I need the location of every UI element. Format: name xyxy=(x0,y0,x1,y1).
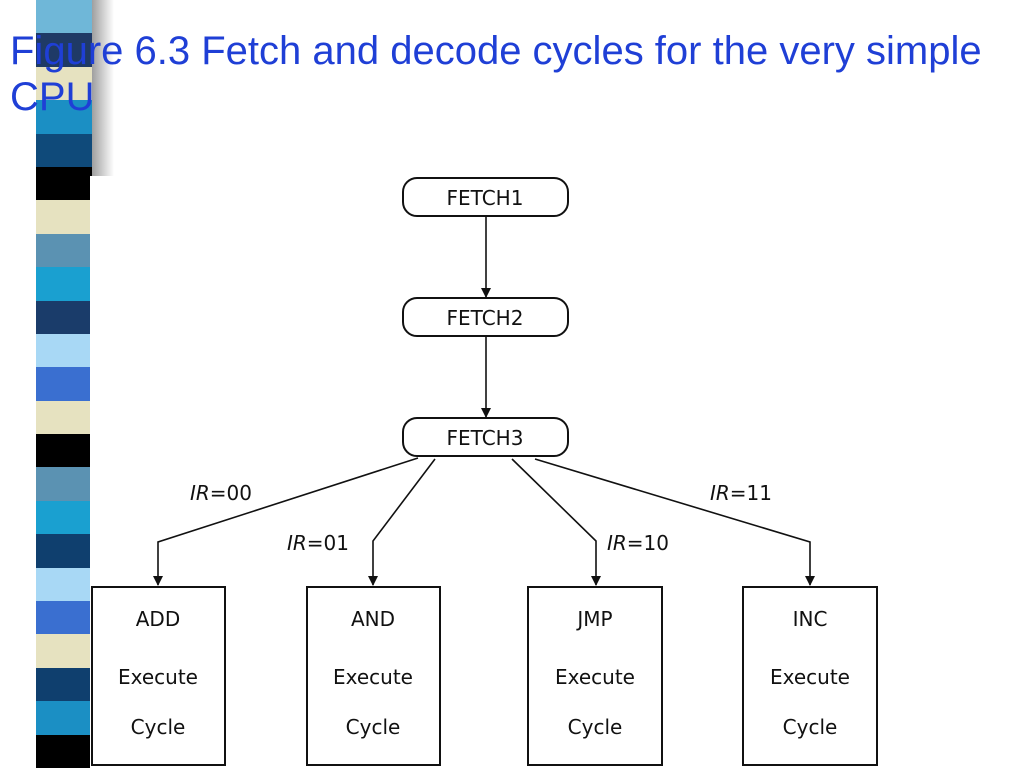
arrow-fetch3-to-inc xyxy=(534,458,815,586)
and-state-name: AND xyxy=(351,607,395,631)
stripe-block xyxy=(36,534,92,568)
jmp-execute-node: JMP Execute Cycle xyxy=(527,586,663,766)
stripe-block xyxy=(36,567,92,602)
decorative-stripe-bar xyxy=(36,0,92,768)
stripe-block xyxy=(36,400,92,435)
arrow-fetch3-to-add xyxy=(153,457,419,586)
stripe-shadow xyxy=(92,0,114,180)
add-state-line2: Execute xyxy=(118,665,198,689)
stripe-block xyxy=(36,333,92,368)
state-diagram-panel: FETCH1 FETCH2 FETCH3 IR=00 IR=01 IR=10 I… xyxy=(90,176,910,768)
stripe-block xyxy=(36,634,92,668)
state-diagram: FETCH1 FETCH2 FETCH3 IR=00 IR=01 IR=10 I… xyxy=(91,177,878,766)
jmp-state-line2: Execute xyxy=(555,665,635,689)
stripe-block xyxy=(36,233,92,268)
fetch1-node: FETCH1 xyxy=(402,177,569,217)
stripe-block xyxy=(36,267,92,301)
jmp-state-name: JMP xyxy=(575,607,612,631)
inc-execute-node: INC Execute Cycle xyxy=(742,586,878,766)
condition-label-ir-01: IR=01 xyxy=(287,531,349,555)
stripe-block xyxy=(36,601,92,635)
fetch2-label: FETCH2 xyxy=(447,306,524,330)
fetch3-node: FETCH3 xyxy=(402,417,569,457)
stripe-block xyxy=(36,667,92,702)
stripe-block xyxy=(36,166,92,201)
stripe-block xyxy=(36,734,92,768)
inc-state-line3: Cycle xyxy=(783,715,838,739)
fetch2-node: FETCH2 xyxy=(402,297,569,337)
add-state-name: ADD xyxy=(136,607,180,631)
condition-label-ir-00: IR=00 xyxy=(190,481,252,505)
inc-state-line2: Execute xyxy=(770,665,850,689)
condition-label-ir-10: IR=10 xyxy=(607,531,669,555)
stripe-block xyxy=(36,701,92,735)
add-execute-node: ADD Execute Cycle xyxy=(91,586,226,766)
stripe-block xyxy=(36,133,92,167)
stripe-block xyxy=(36,200,92,234)
stripe-block xyxy=(36,434,92,468)
and-state-line2: Execute xyxy=(333,665,413,689)
condition-label-ir-11: IR=11 xyxy=(710,481,772,505)
fetch1-label: FETCH1 xyxy=(447,186,524,210)
stripe-block xyxy=(36,100,92,134)
slide-title: Figure 6.3 Fetch and decode cycles for t… xyxy=(10,29,982,119)
stripe-block xyxy=(36,66,92,101)
stripe-block xyxy=(36,467,92,501)
stripe-block xyxy=(36,0,92,34)
add-state-line3: Cycle xyxy=(131,715,186,739)
arrow-fetch3-to-and xyxy=(368,458,436,586)
inc-state-name: INC xyxy=(793,607,828,631)
fetch3-label: FETCH3 xyxy=(447,426,524,450)
and-execute-node: AND Execute Cycle xyxy=(306,586,441,766)
and-state-line3: Cycle xyxy=(346,715,401,739)
stripe-block xyxy=(36,500,92,535)
stripe-block xyxy=(36,300,92,334)
stripe-block xyxy=(36,367,92,401)
jmp-state-line3: Cycle xyxy=(568,715,623,739)
stripe-block xyxy=(36,33,92,67)
arrow-fetch3-to-jmp xyxy=(511,458,601,586)
